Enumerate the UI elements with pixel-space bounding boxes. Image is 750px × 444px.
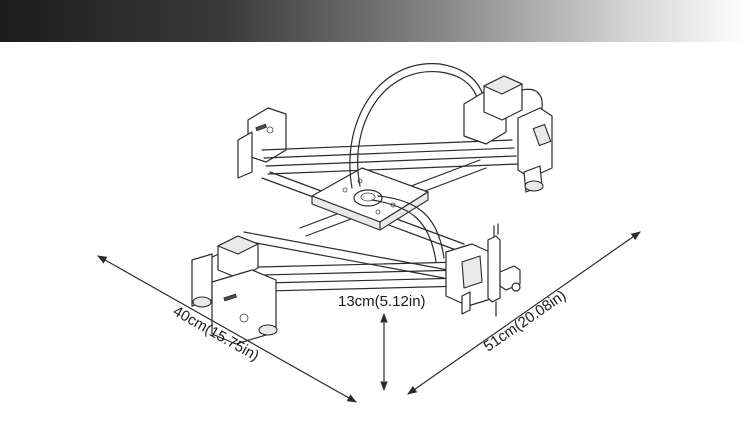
header-gradient-bar — [0, 0, 750, 42]
width-dimension-arrow — [97, 255, 357, 403]
height-label: 13cm(5.12in) — [338, 293, 426, 310]
depth-dimension-arrow — [407, 231, 641, 395]
